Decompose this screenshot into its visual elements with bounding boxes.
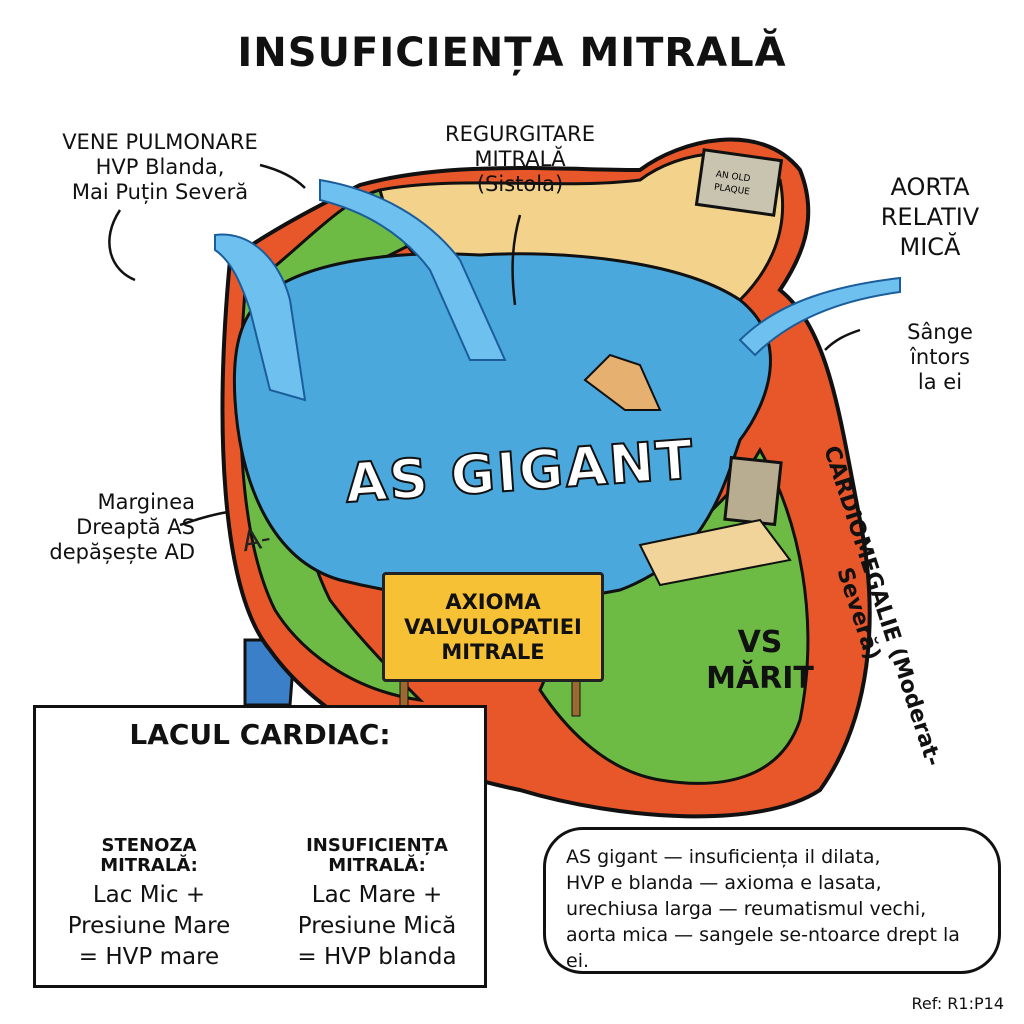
arrow-vene (108, 209, 136, 282)
lacul-cardiac-legend: LACUL CARDIAC: STENOZA MITRALĂ: Lac Mic … (33, 705, 487, 988)
page-title: INSUFICIENȚA MITRALĂ (237, 30, 787, 76)
label-line: RELATIV (880, 203, 980, 231)
arrow-marginea (179, 510, 229, 527)
pulmonary-vein-stream (214, 233, 307, 402)
old-plaque-ventricle (723, 455, 783, 527)
label-line: Mai Puțin Severă (71, 180, 249, 204)
reference-label: Ref: R1:P14 (911, 994, 1004, 1013)
legend-line: Lac Mare + (311, 882, 443, 908)
bubble-line: AS gigant — insuficiența il dilata, (566, 846, 881, 868)
annotation-arrows (108, 163, 861, 527)
legend-heading: MITRALĂ: (328, 855, 426, 876)
legend-heading: MITRALĂ: (100, 855, 198, 876)
svg-text:AN OLD: AN OLD (715, 170, 751, 185)
a-mark: A- (239, 520, 274, 559)
legend-title: LACUL CARDIAC: (129, 718, 391, 751)
label-line: (Sistola) (476, 172, 564, 196)
label-vene-pulmonare: VENE PULMONARE HVP Blanda, Mai Puțin Sev… (30, 130, 290, 205)
axioma-sign: AXIOMA VALVULOPATIEI MITRALE (382, 572, 604, 682)
sign-post-right (571, 675, 581, 717)
label-line: la ei (917, 370, 963, 394)
arrow-vene-2 (259, 163, 306, 189)
label-aorta: AORTA RELATIV MICĂ (860, 172, 1000, 262)
label-regurgitare: REGURGITARE MITRALĂ (Sistola) (420, 122, 620, 197)
bubble-line: aorta mica — sangele se-ntoarce drept la… (566, 924, 960, 972)
sign-line: MITRALE (441, 639, 545, 664)
legend-body: Lac Mic + Presiune Mare = HVP mare (44, 880, 254, 973)
rock-icon (583, 353, 662, 411)
legend-line: Presiune Mică (297, 913, 457, 939)
speech-bubble: AS gigant — insuficiența il dilata, HVP … (543, 827, 1001, 974)
arrow-sange (824, 328, 861, 351)
label-line: REGURGITARE (445, 122, 595, 146)
balcony-ruin (638, 518, 792, 587)
label-line: întors (910, 345, 970, 369)
bubble-line: HVP e blanda — axioma e lasata, (566, 872, 882, 894)
legend-insuficienta: INSUFICIENȚA MITRALĂ: Lac Mare + Presiun… (272, 836, 482, 973)
label-line: MITRALĂ (474, 147, 566, 171)
regurgitation-stream (319, 178, 507, 361)
label-line: VS (737, 625, 783, 660)
sign-line: VALVULOPATIEI (404, 614, 582, 639)
legend-line: = HVP mare (78, 944, 220, 970)
vs-marit-label: VS MĂRIT (690, 625, 830, 697)
legend-heading: STENOZA (101, 835, 197, 856)
legend-heading: INSUFICIENȚA (306, 835, 448, 856)
bubble-line: urechiusa larga — reumatismul vechi, (566, 898, 927, 920)
old-plaque-top (694, 148, 784, 217)
lake-left-atrium (232, 252, 772, 603)
sign-line: AXIOMA (445, 589, 541, 614)
arrow-regurgitare (511, 214, 522, 306)
label-line: AORTA (890, 173, 970, 201)
legend-line: Lac Mic + (92, 882, 206, 908)
label-sange: Sânge întors la ei (885, 320, 995, 395)
label-line: MICĂ (899, 233, 961, 261)
legend-line: = HVP blanda (297, 944, 457, 970)
label-line: Dreaptă AS (76, 515, 195, 539)
label-line: VENE PULMONARE (62, 130, 258, 154)
label-line: Marginea (97, 490, 195, 514)
label-line: HVP Blanda, (95, 155, 225, 179)
label-line: MĂRIT (706, 661, 814, 696)
label-marginea: Marginea Dreaptă AS depășește AD (20, 490, 195, 565)
legend-stenoza: STENOZA MITRALĂ: Lac Mic + Presiune Mare… (44, 836, 254, 973)
legend-body: Lac Mare + Presiune Mică = HVP blanda (272, 880, 482, 973)
aorta-outflow (738, 276, 901, 357)
label-line: Sânge (907, 320, 973, 344)
label-line: depășește AD (49, 540, 195, 564)
legend-line: Presiune Mare (67, 913, 231, 939)
